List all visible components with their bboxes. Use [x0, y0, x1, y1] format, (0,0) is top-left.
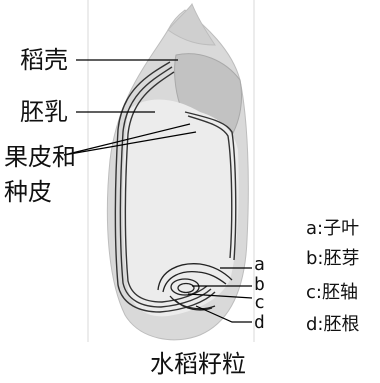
- legend-a: a:子叶: [306, 216, 359, 242]
- endosperm-label: 胚乳: [20, 98, 68, 126]
- label-a: a: [254, 254, 265, 276]
- husk-label: 稻壳: [20, 46, 68, 74]
- diagram-caption: 水稻籽粒: [150, 350, 246, 378]
- pericarp-label-line1: 果皮和: [4, 143, 76, 171]
- label-d: d: [254, 312, 265, 334]
- endosperm-shape: [123, 99, 239, 316]
- legend-c: c:胚轴: [306, 280, 358, 306]
- pericarp-label-line2: 种皮: [4, 178, 52, 206]
- label-c: c: [254, 292, 265, 314]
- legend-d: d:胚根: [306, 312, 360, 338]
- legend-b: b:胚芽: [306, 246, 360, 272]
